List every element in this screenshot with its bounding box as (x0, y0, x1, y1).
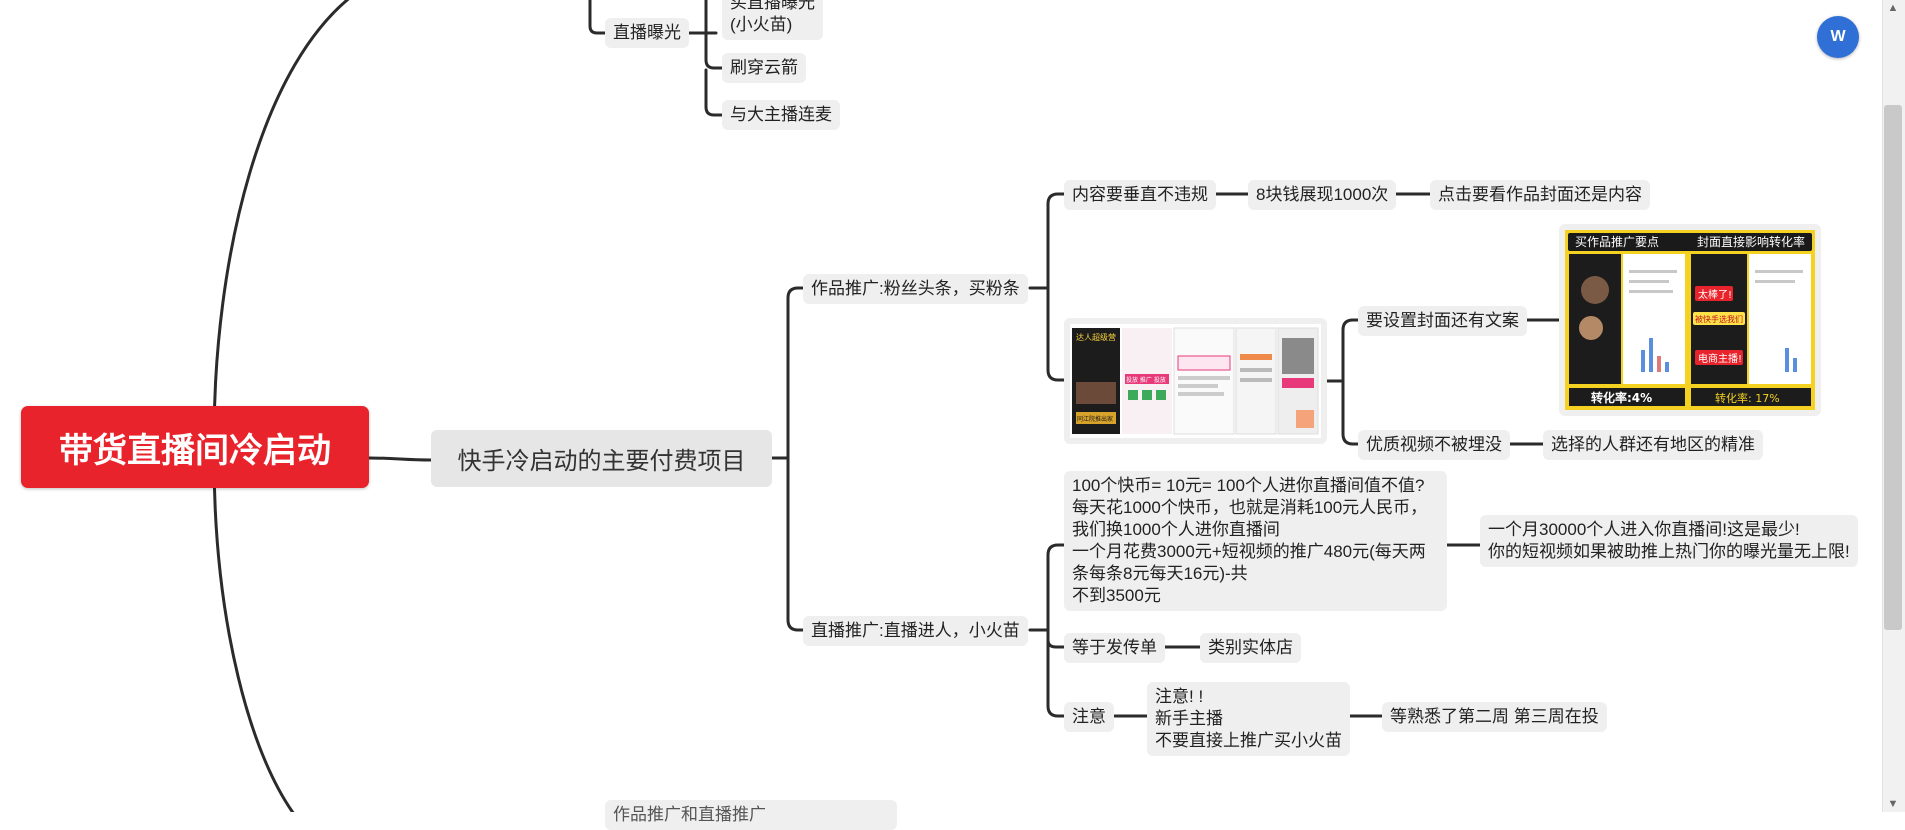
cover-badge-3: 电商主播! (1698, 352, 1742, 365)
cover-title-right: 封面直接影响转化率 (1697, 234, 1805, 249)
screenshot-label-b: 投放 推广 投放 (1126, 376, 1166, 384)
node-monthly-visitors[interactable]: 一个月30000个人进入你直播间!这是最少! 你的短视频如果被助推上热门你的曝光… (1480, 515, 1858, 567)
root-node[interactable]: 带货直播间冷启动 (21, 406, 369, 488)
node-need-cover[interactable]: 要设置封面还有文案 (1358, 306, 1527, 336)
node-live-promo[interactable]: 直播推广:直播进人，小火苗 (803, 616, 1028, 646)
scroll-down-icon[interactable]: ▼ (1887, 798, 1899, 810)
cover-title-left: 买作品推广要点 (1575, 235, 1659, 249)
node-familiar[interactable]: 等熟悉了第二周 第三周在投 (1382, 702, 1607, 732)
cover-badge-2: 被快手选我们 (1695, 314, 1743, 324)
node-vertical-content[interactable]: 内容要垂直不违规 (1064, 180, 1216, 210)
cover-badge-1: 太棒了! (1698, 288, 1732, 301)
node-quality-video[interactable]: 优质视频不被埋没 (1358, 430, 1510, 460)
node-physical-store[interactable]: 类别实体店 (1200, 633, 1301, 663)
node-mic-link[interactable]: 与大主播连麦 (722, 100, 840, 130)
node-cover-conversion-image[interactable]: 买作品推广要点 封面直接影响转化率 太棒了! 被快手选我们 电商主播! (1559, 224, 1821, 416)
node-rocket[interactable]: 刷穿云箭 (722, 53, 806, 83)
node-promo-screenshot-image[interactable]: 达人超级营 投放 推广 投放 同江院推出家 (1064, 318, 1327, 444)
node-cover-hint[interactable]: 点击要看作品封面还是内容 (1430, 180, 1650, 210)
cover-rate-left: 转化率:4% (1591, 390, 1652, 405)
connector-lines (212, 0, 1561, 812)
node-budget-calc[interactable]: 100个快币= 10元= 100个人进你直播间值不值? 每天花1000个快币，也… (1064, 471, 1447, 611)
node-cut-bottom[interactable]: 作品推广和直播推广 (605, 800, 897, 830)
word-app-icon[interactable]: W (1817, 16, 1859, 58)
node-cost[interactable]: 8块钱展现1000次 (1248, 180, 1397, 210)
node-buy-live-exposure[interactable]: 买直播曝光 (小火苗) (722, 0, 823, 40)
screenshot-label-c: 同江院推出家 (1077, 415, 1113, 423)
scroll-up-icon[interactable]: ▲ (1887, 2, 1899, 14)
cover-conversion-image: 买作品推广要点 封面直接影响转化率 太棒了! 被快手选我们 电商主播! (1565, 230, 1815, 410)
screenshot-label-a: 达人超级营 (1076, 332, 1116, 342)
node-live-exposure[interactable]: 直播曝光 (605, 18, 689, 48)
node-works-promo[interactable]: 作品推广:粉丝头条，买粉条 (803, 274, 1028, 304)
node-note[interactable]: 注意 (1064, 702, 1114, 732)
node-audience[interactable]: 选择的人群还有地区的精准 (1543, 430, 1763, 460)
scrollbar-thumb[interactable] (1884, 105, 1902, 630)
node-flyer[interactable]: 等于发传单 (1064, 633, 1165, 663)
node-note-detail[interactable]: 注意! ! 新手主播 不要直接上推广买小火苗 (1147, 682, 1350, 756)
main-topic-node[interactable]: 快手冷启动的主要付费项目 (431, 430, 772, 487)
cover-rate-right: 转化率: 17% (1715, 391, 1780, 405)
promo-screenshot-image: 达人超级营 投放 推广 投放 同江院推出家 (1070, 324, 1321, 438)
